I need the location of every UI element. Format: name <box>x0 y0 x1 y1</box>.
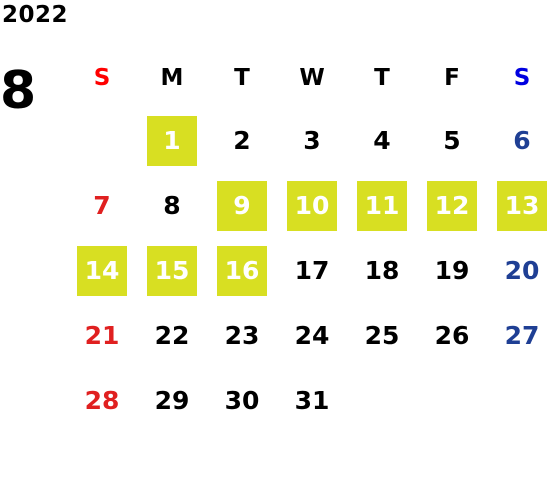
month-number: 8 <box>0 61 37 121</box>
calendar-week-row: 28 29 30 31 <box>67 368 548 433</box>
highlighted-day-number: 12 <box>427 180 477 231</box>
day-number: 20 <box>504 256 540 285</box>
day-number: 28 <box>84 386 120 415</box>
calendar-day: 18 <box>347 238 417 303</box>
calendar-day: 27 <box>487 303 548 368</box>
calendar-day: 7 <box>67 173 137 238</box>
day-number: 26 <box>434 321 470 350</box>
day-number: 30 <box>224 386 260 415</box>
calendar-week-row: 7 8 9 10 11 12 13 <box>67 173 548 238</box>
calendar-empty-cell <box>487 368 548 433</box>
calendar-day: 22 <box>137 303 207 368</box>
calendar-empty-cell <box>67 108 137 173</box>
weekday-friday: F <box>444 65 460 91</box>
calendar-day: 10 <box>277 173 347 238</box>
calendar-day: 6 <box>487 108 548 173</box>
calendar-day: 23 <box>207 303 277 368</box>
calendar-day: 9 <box>207 173 277 238</box>
calendar-day: 28 <box>67 368 137 433</box>
calendar-day: 15 <box>137 238 207 303</box>
day-number: 6 <box>513 126 531 155</box>
weekday-thursday: T <box>374 65 390 91</box>
calendar-day: 3 <box>277 108 347 173</box>
day-number: 29 <box>154 386 190 415</box>
calendar-day: 11 <box>347 173 417 238</box>
highlighted-day-number: 16 <box>217 245 267 296</box>
calendar-empty-cell <box>417 368 487 433</box>
day-number: 25 <box>364 321 400 350</box>
calendar-day: 29 <box>137 368 207 433</box>
weekday-sunday: S <box>93 65 111 91</box>
day-number: 18 <box>364 256 400 285</box>
weekday-header-row: S M T W T F S <box>67 48 548 108</box>
calendar-empty-cell <box>347 368 417 433</box>
calendar-day: 21 <box>67 303 137 368</box>
highlighted-day-number: 15 <box>147 245 197 296</box>
calendar-day: 25 <box>347 303 417 368</box>
highlighted-day-number: 11 <box>357 180 407 231</box>
day-number: 31 <box>294 386 330 415</box>
calendar-week-row: 21 22 23 24 25 26 27 <box>67 303 548 368</box>
day-number: 23 <box>224 321 260 350</box>
calendar-week-row: 1 2 3 4 5 6 <box>67 108 548 173</box>
day-number: 4 <box>373 126 391 155</box>
calendar-day: 8 <box>137 173 207 238</box>
calendar-day: 17 <box>277 238 347 303</box>
calendar-day: 2 <box>207 108 277 173</box>
day-number <box>77 116 127 166</box>
day-number <box>497 376 547 426</box>
year-label: 2022 <box>2 2 69 28</box>
day-number: 5 <box>443 126 461 155</box>
highlighted-day-number: 14 <box>77 245 127 296</box>
calendar-day: 16 <box>207 238 277 303</box>
day-number <box>427 376 477 426</box>
highlighted-day-number: 13 <box>497 180 547 231</box>
calendar-day: 20 <box>487 238 548 303</box>
day-number: 8 <box>163 191 181 220</box>
calendar-day: 14 <box>67 238 137 303</box>
day-number: 7 <box>93 191 111 220</box>
day-number: 21 <box>84 321 120 350</box>
calendar-day: 19 <box>417 238 487 303</box>
calendar-week-row: 14 15 16 17 18 19 20 <box>67 238 548 303</box>
highlighted-day-number: 9 <box>217 180 267 231</box>
day-number: 2 <box>233 126 251 155</box>
weekday-monday: M <box>160 65 184 91</box>
calendar-day: 24 <box>277 303 347 368</box>
calendar-day: 30 <box>207 368 277 433</box>
calendar-day: 12 <box>417 173 487 238</box>
day-number: 3 <box>303 126 321 155</box>
day-number: 22 <box>154 321 190 350</box>
weekday-tuesday: T <box>234 65 250 91</box>
day-number <box>357 376 407 426</box>
calendar-day: 5 <box>417 108 487 173</box>
weekday-saturday: S <box>513 65 531 91</box>
calendar-day: 1 <box>137 108 207 173</box>
day-number: 24 <box>294 321 330 350</box>
day-number: 19 <box>434 256 470 285</box>
calendar-day: 26 <box>417 303 487 368</box>
highlighted-day-number: 1 <box>147 115 197 166</box>
highlighted-day-number: 10 <box>287 180 337 231</box>
weekday-wednesday: W <box>299 65 325 91</box>
day-number: 17 <box>294 256 330 285</box>
calendar-day: 4 <box>347 108 417 173</box>
calendar-day: 31 <box>277 368 347 433</box>
calendar-day: 13 <box>487 173 548 238</box>
day-number: 27 <box>504 321 540 350</box>
